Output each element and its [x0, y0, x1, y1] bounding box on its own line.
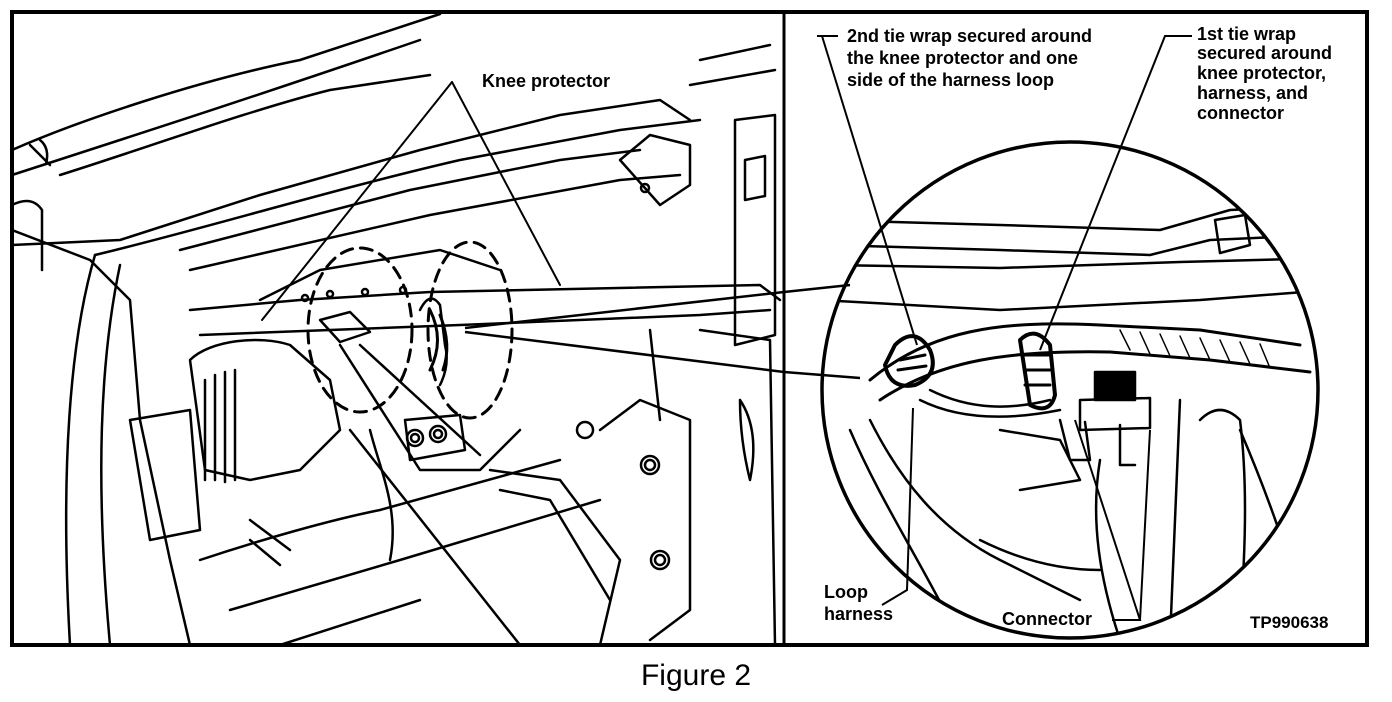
figure-caption: Figure 2	[640, 659, 752, 692]
figure-illustration: Knee protector 2nd tie wrap secured arou…	[10, 10, 1369, 647]
magnified-detail	[784, 35, 1320, 640]
magnifier-pointer	[464, 290, 785, 374]
second-tie-wrap-label: 2nd tie wrap secured around the knee pro…	[847, 26, 1097, 90]
first-tie-wrap-line-1: 1st tie wrap	[1197, 24, 1296, 44]
knee-protector-label: Knee protector	[482, 71, 610, 91]
first-tie-wrap-line-4: harness, and	[1197, 83, 1308, 103]
first-tie-wrap-line-3: knee protector,	[1197, 63, 1326, 83]
loop-harness-line-1: Loop	[824, 582, 868, 602]
figure-code: TP990638	[1250, 613, 1328, 632]
loop-harness-label: Loop harness	[824, 582, 893, 624]
loop-harness-line-2: harness	[824, 604, 893, 624]
second-tie-wrap-line-2: the knee protector and one	[847, 48, 1078, 68]
left-panel-drawing	[12, 12, 782, 645]
second-tie-wrap-line-3: side of the harness loop	[847, 70, 1054, 90]
second-tie-wrap-line-1: 2nd tie wrap secured around	[847, 26, 1092, 46]
first-tie-wrap-label: 1st tie wrap secured around knee protect…	[1197, 24, 1337, 123]
connector-label: Connector	[1002, 609, 1092, 629]
first-tie-wrap-line-5: connector	[1197, 103, 1284, 123]
first-tie-wrap-line-2: secured around	[1197, 43, 1332, 63]
outer-frame	[10, 10, 1369, 647]
